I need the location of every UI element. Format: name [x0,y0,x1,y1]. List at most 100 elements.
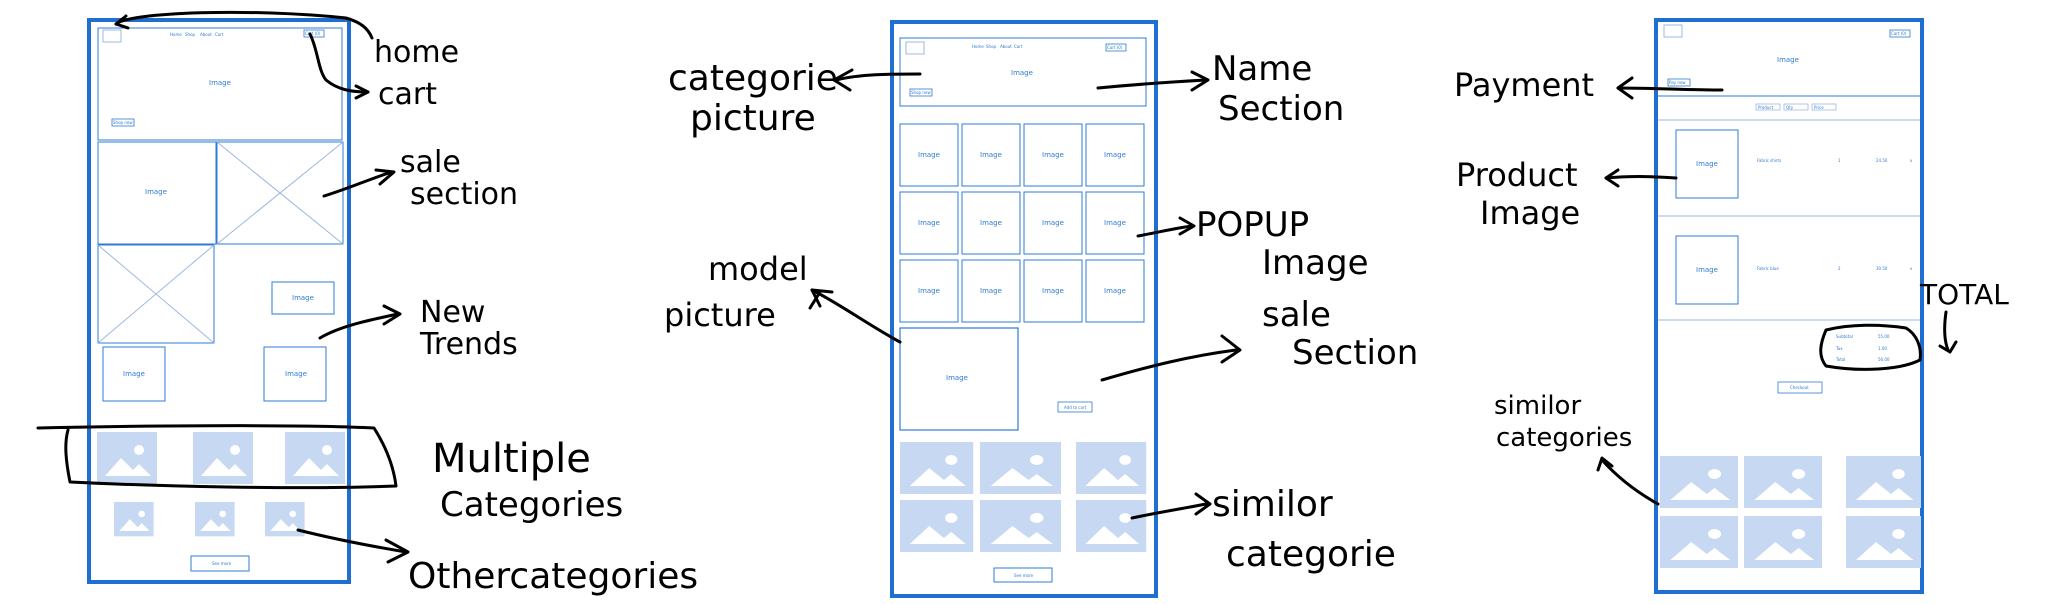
row2-qty: 2 [1838,266,1841,271]
sale-image-1-label: Image [145,188,167,196]
hero-button-label: Shop now [113,120,133,125]
hero-button[interactable] [111,118,135,127]
hero-section [97,27,343,141]
grid-image[interactable] [1023,259,1083,323]
similar-category-cart[interactable] [1660,516,1738,568]
similar-category[interactable] [900,500,974,552]
product-image-2-label: Image [1696,266,1718,274]
note-model: model [708,250,808,288]
sale-button[interactable] [1057,401,1093,413]
tab-price[interactable] [1811,103,1837,111]
note-similar3-categories: categories [1496,423,1632,453]
row1-remove[interactable]: x [1910,158,1913,163]
similar-category[interactable] [980,442,1061,494]
grid-image[interactable] [1085,259,1145,323]
category-thumb-2[interactable] [193,432,253,484]
product-image-1-label: Image [1696,160,1718,168]
note-product: Product [1456,156,1578,194]
wireframe-cart: Cart (0) Image Pay now Product Qty Price… [1654,18,1924,594]
nav-about[interactable]: About [200,32,212,37]
category-hero [899,37,1147,107]
trend-image-3 [102,346,166,402]
grid-image[interactable] [961,259,1021,323]
cart-button[interactable] [303,29,325,38]
trend-image-2 [271,281,335,315]
pay-now-button[interactable] [1667,78,1691,87]
wireframe-category: Home Shop About Cart Cart (0) Image Shop… [890,20,1158,598]
note-other-categories: Othercategories [408,556,698,597]
other-category-1[interactable] [114,502,154,537]
cat-see-more-label: See more [1014,573,1034,578]
note-categories: Categories [440,485,623,525]
tab-product[interactable] [1755,103,1781,111]
similar-category[interactable] [900,442,974,494]
grid-image[interactable] [961,123,1021,187]
grid-image[interactable] [899,123,959,187]
annotation-text: home cart sale section New Trends Multip… [374,35,2009,597]
tab-qty[interactable] [1783,103,1809,111]
note-picture: picture [690,98,816,139]
grid-image[interactable] [899,259,959,323]
note-popup-image: Image [1262,243,1368,283]
cat-nav-about[interactable]: About [1000,44,1012,49]
nav-shop[interactable]: Shop [185,32,196,37]
cat-nav-shop[interactable]: Shop [986,44,997,49]
note-name: Name [1212,49,1312,89]
trend-image-4-label: Image [285,370,307,378]
similar-category-cart[interactable] [1660,456,1738,508]
cat-nav-cart[interactable]: Cart [1014,44,1023,49]
note-categorie: categorie [668,58,838,99]
similar-category-cart[interactable] [1744,516,1822,568]
note-cart: cart [378,77,437,112]
note-multiple: Multiple [432,436,591,482]
grid-image[interactable] [1085,191,1145,255]
grid-image[interactable] [899,191,959,255]
note-model-picture: picture [664,296,776,334]
trend-image-4 [263,346,327,402]
similar-category-cart[interactable] [1744,456,1822,508]
note-popup: POPUP [1196,205,1309,245]
product-image-1 [1675,129,1739,199]
checkout-label: Checkout [1790,385,1809,390]
nav-home[interactable]: Home [170,32,182,37]
nav-cart[interactable]: Cart [215,32,224,37]
subtotal-value: 55.00 [1878,334,1890,339]
category-thumb-1[interactable] [97,432,157,484]
model-picture-label: Image [946,374,968,382]
similar-category[interactable] [1076,442,1147,494]
note-payment: Payment [1454,66,1594,104]
cart-page-cart-label: Cart (0) [1891,31,1907,36]
grid-image-label: Image [980,151,1002,159]
grid-image[interactable] [1023,191,1083,255]
grid-image[interactable] [1085,123,1145,187]
category-thumb-3[interactable] [285,432,345,484]
row1-name: Fabric shirts [1757,158,1781,163]
cat-hero-button[interactable] [909,88,933,97]
similar-category-cart[interactable] [1846,456,1921,508]
note-sale2-section: Section [1292,333,1418,373]
cat-cart-button[interactable] [1105,43,1127,52]
similar-category[interactable] [1076,500,1147,552]
tab-product-label: Product [1758,105,1774,110]
hero-image-label: Image [209,79,231,87]
total-label: Total [1835,357,1845,362]
subtotal-label: Subtotal [1836,334,1853,339]
grid-image-label: Image [1042,219,1064,227]
row2-remove[interactable]: x [1910,266,1913,271]
similar-category[interactable] [980,500,1061,552]
note-sale-1: sale [400,145,461,180]
similar-category-cart[interactable] [1846,516,1921,568]
category-hero-label: Image [1011,69,1033,77]
cat-see-more-button[interactable] [993,567,1053,583]
grid-image-label: Image [980,287,1002,295]
checkout-button[interactable] [1777,381,1823,394]
grid-image-label: Image [1104,219,1126,227]
grid-image[interactable] [1023,123,1083,187]
row2-price: 30.50 [1876,266,1888,271]
other-category-2[interactable] [195,502,235,537]
cat-nav-home[interactable]: Home [972,44,984,49]
grid-image[interactable] [961,191,1021,255]
cart-page-cart-button[interactable] [1889,29,1911,38]
see-more-button[interactable] [190,555,250,572]
